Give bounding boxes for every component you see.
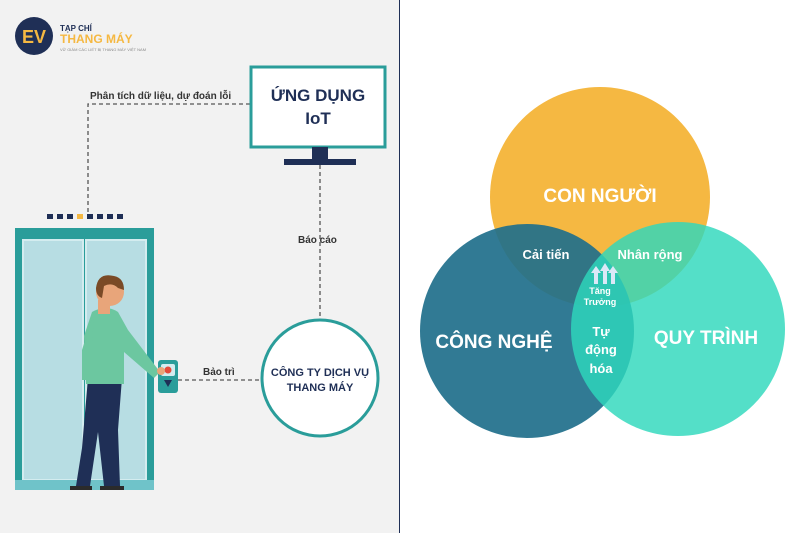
venn-overlap-automation-line3: hóa (589, 361, 613, 376)
venn-label-people: CON NGƯỜI (543, 185, 656, 207)
venn-center-line1: Tăng (589, 286, 611, 296)
logo-badge (15, 17, 53, 55)
brand-line2: THANG MÁY (60, 31, 133, 46)
brand-tagline: VỮ GIÁM CÁC LIẾT BỊ THANG MÁY VIỆT NAM (60, 47, 146, 52)
venn-label-technology: CÔNG NGHỆ (435, 331, 552, 353)
monitor-base (284, 159, 356, 165)
elevator-indicator (47, 214, 123, 219)
service-company-circle (260, 318, 380, 438)
elevator-iot-svg: EV TẠP CHÍ THANG MÁY VỮ GIÁM CÁC LIẾT BỊ… (15, 17, 387, 490)
venn-overlap-improvement: Cải tiến (523, 247, 570, 262)
brand-line1: TẠP CHÍ (60, 24, 93, 33)
venn-diagram-panel: CON NGƯỜI CÔNG NGHỆ QUY TRÌNH Cải tiến N… (400, 0, 800, 533)
elevator-call-button (158, 360, 178, 393)
person-hand (157, 367, 165, 375)
venn-center-line2: Trưởng (584, 297, 616, 307)
service-company: CÔNG TY DỊCH VỤ THANG MÁY (260, 318, 380, 438)
venn-overlap-replication: Nhân rộng (618, 247, 683, 262)
elevator-door-left (23, 240, 83, 480)
edge-label-report: Báo cáo (298, 235, 337, 246)
elevator-iot-diagram: EV TẠP CHÍ THANG MÁY VỮ GIÁM CÁC LIẾT BỊ… (15, 17, 387, 490)
connector-analysis (87, 103, 250, 212)
growth-arrows-icon (591, 263, 618, 284)
monitor-neck (312, 147, 328, 159)
service-company-line1: CÔNG TY DỊCH VỤ (271, 366, 369, 379)
venn-diagram: CON NGƯỜI CÔNG NGHỆ QUY TRÌNH Cải tiến N… (420, 87, 785, 438)
venn-overlap-automation-line1: Tự (592, 324, 610, 339)
monitor-screen (249, 65, 387, 149)
venn-circle-process (571, 222, 785, 436)
iot-app-title: ỨNG DỤNG (271, 86, 365, 105)
person-shirt (84, 308, 160, 384)
iot-app-subtitle: IoT (305, 109, 331, 128)
edge-label-maintenance: Bảo trì (203, 367, 235, 378)
person-figure (70, 275, 165, 490)
person-legs (76, 378, 122, 486)
brand-logo: EV TẠP CHÍ THANG MÁY VỮ GIÁM CÁC LIẾT BỊ… (15, 17, 146, 55)
service-company-line2: THANG MÁY (287, 381, 354, 394)
venn-overlap-automation-line2: động (585, 342, 617, 357)
person-hair (96, 275, 124, 298)
connectors (87, 103, 321, 381)
venn-label-process: QUY TRÌNH (654, 327, 758, 349)
iot-monitor: ỨNG DỤNG IoT (249, 65, 387, 165)
edge-label-analysis: Phân tích dữ liệu, dự đoán lỗi (90, 89, 231, 102)
venn-circle-technology (420, 224, 634, 438)
logo-initials: EV (22, 27, 46, 47)
